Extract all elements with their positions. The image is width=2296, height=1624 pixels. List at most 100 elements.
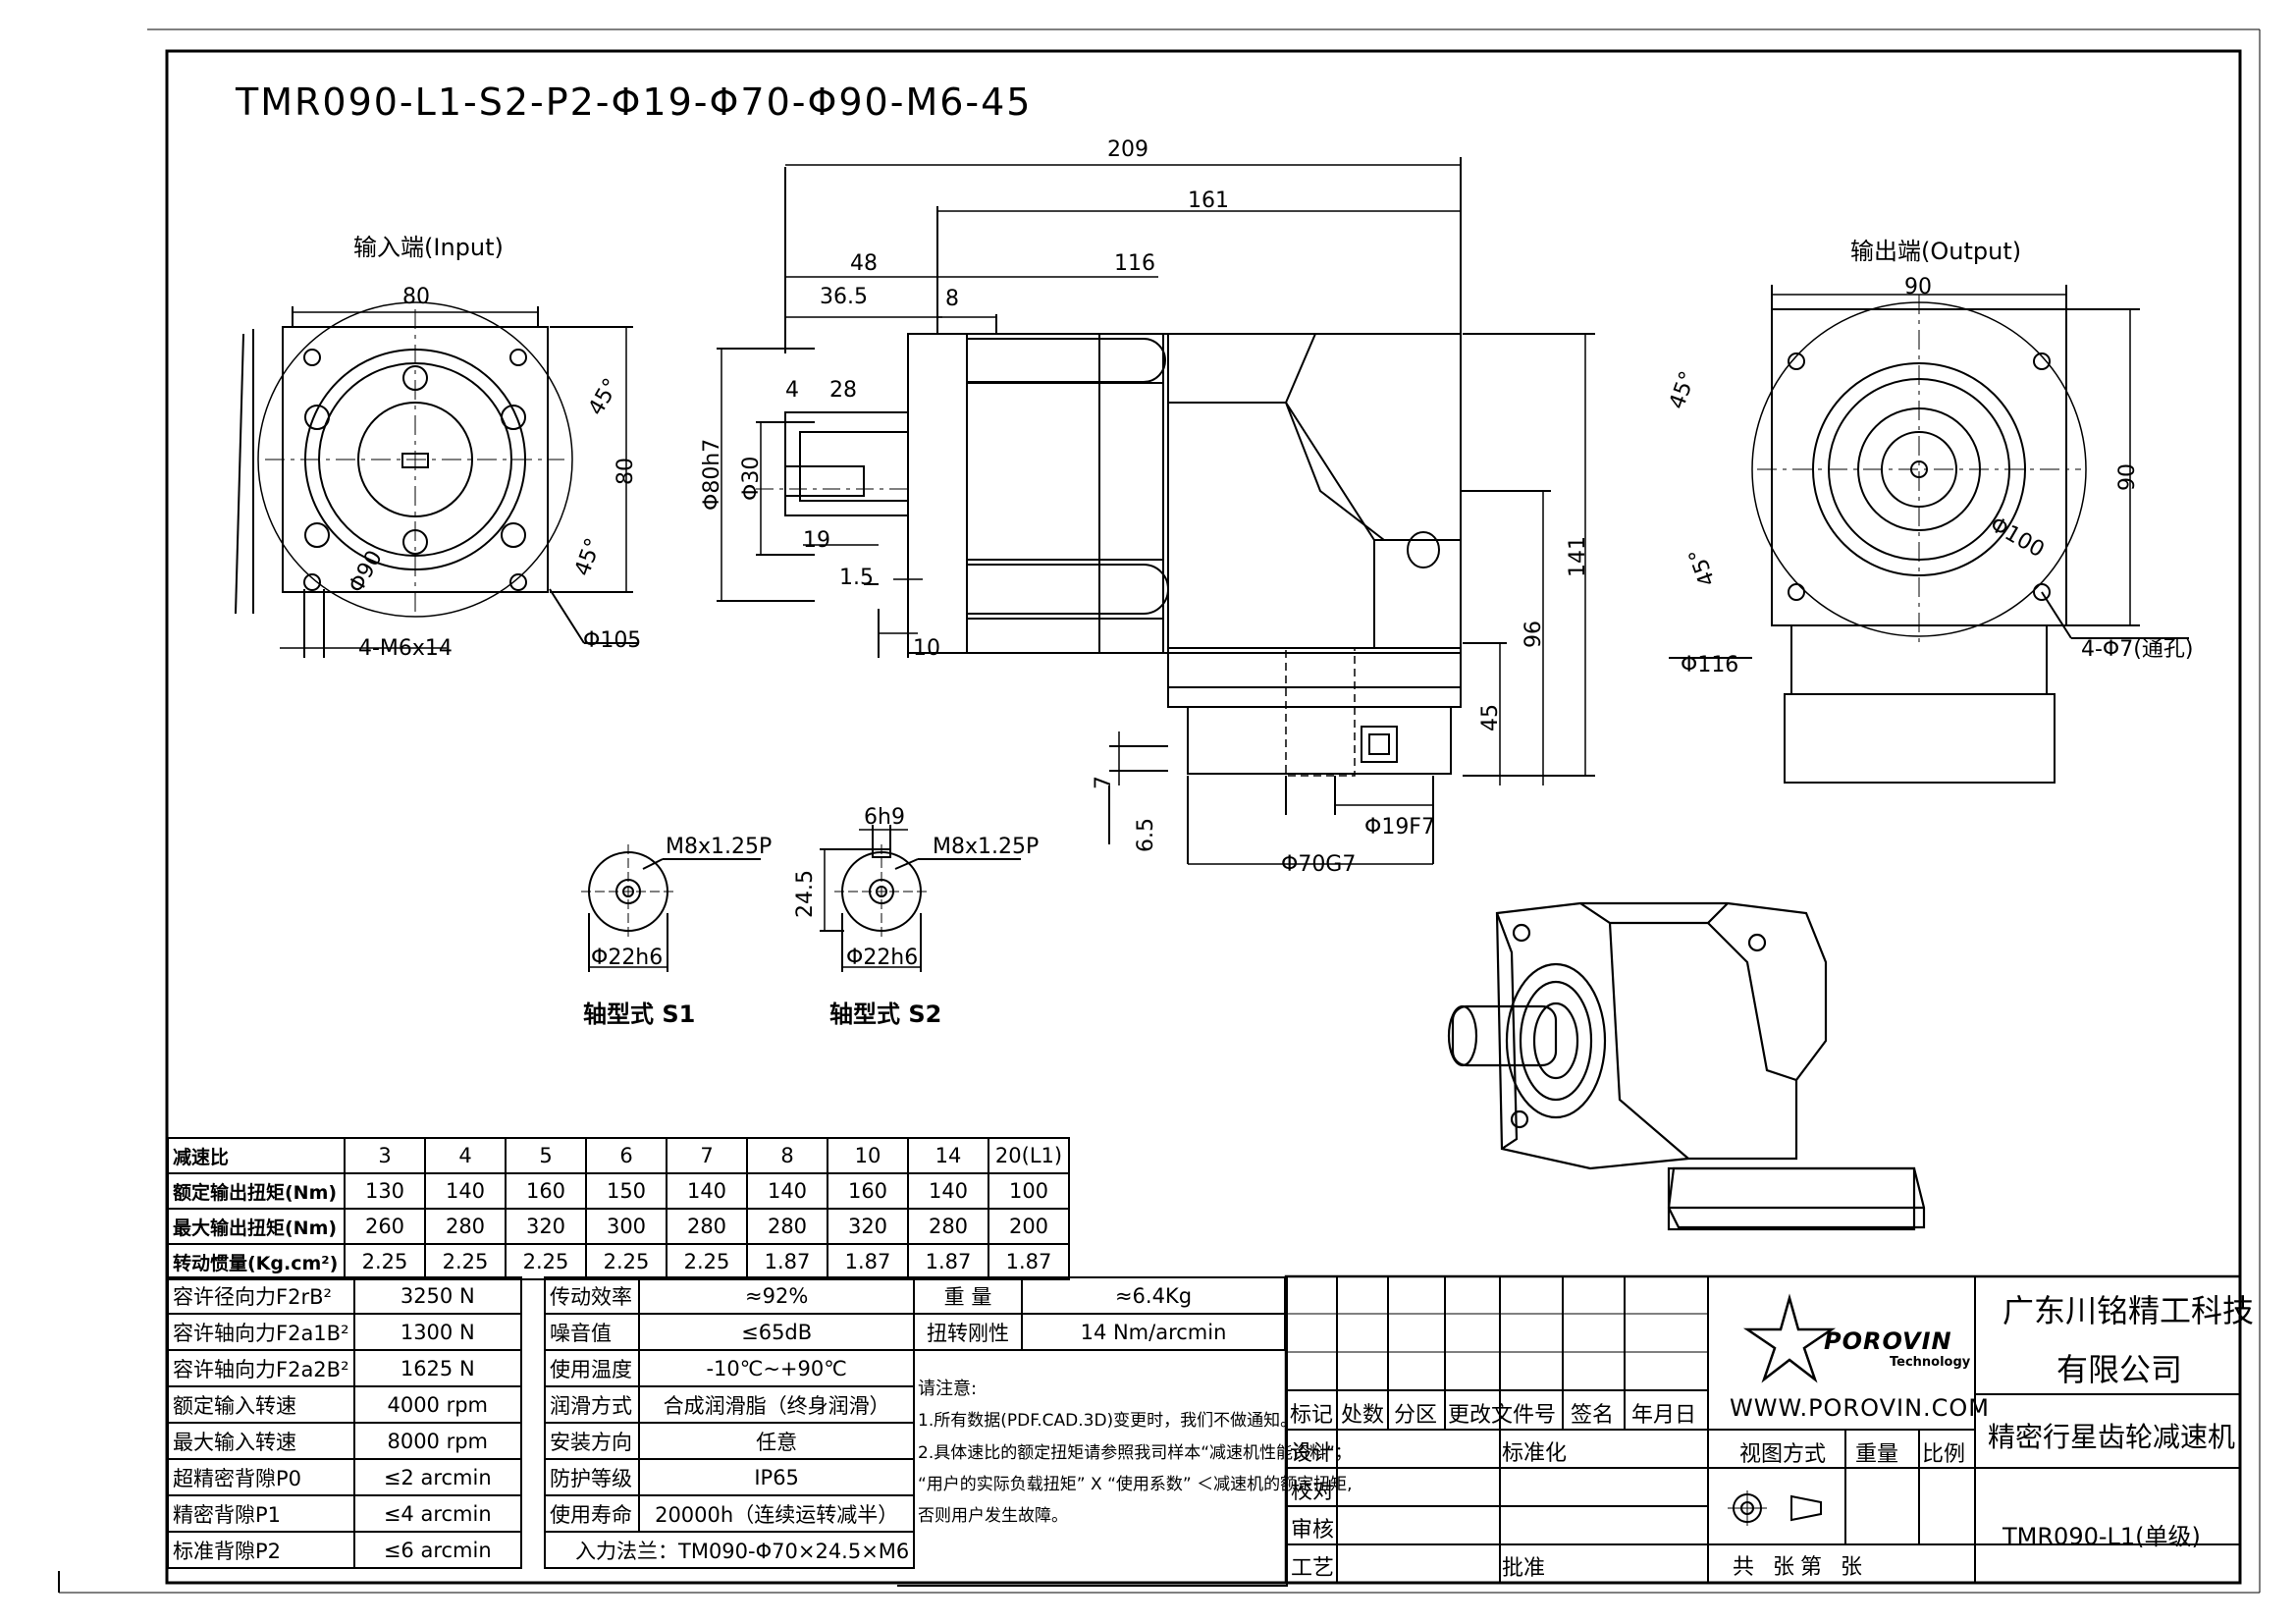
note-line: 否则用户发生故障。 (918, 1506, 1068, 1526)
title-block-grid (1284, 1274, 2242, 1585)
stiffness-label: 扭转刚性 (913, 1313, 1023, 1351)
table-row: 减速比 3 4 5 6 7 8 10 14 20(L1) (167, 1137, 1070, 1174)
spec-value: 1300 N (352, 1313, 522, 1351)
brand-star-icon (1742, 1293, 1837, 1383)
dim-phi80h7: Φ80h7 (700, 438, 724, 511)
table-cell: 140 (666, 1172, 748, 1210)
table-row: 标准背隙P2≤6 arcmin (167, 1531, 522, 1569)
row-label: 最大输出扭矩(Nm) (167, 1208, 346, 1245)
dim-36-5: 36.5 (820, 285, 868, 309)
table-row: 安装方向任意 (544, 1422, 916, 1460)
tb-scale: 比例 (1922, 1442, 1966, 1467)
tb-col-mark: 标记 (1290, 1403, 1334, 1428)
table-row: 噪音值≤65dB (544, 1313, 916, 1351)
dim-7: 7 (1092, 776, 1116, 789)
spec-label: 使用温度 (544, 1349, 640, 1387)
tb-col-date: 年月日 (1631, 1403, 1697, 1428)
dim-s2-dia: Φ22h6 (846, 946, 919, 970)
dim-s2-key: 6h9 (864, 805, 905, 830)
table-row: 超精密背隙P0≤2 arcmin (167, 1458, 522, 1496)
spec-label: 容许径向力F2rB² (167, 1276, 355, 1315)
tb-approve: 批准 (1502, 1556, 1546, 1581)
dim-45: 45 (1478, 704, 1503, 731)
flange-spec: 入力法兰：TM090-Φ70×24.5×M6 (543, 1531, 916, 1569)
tb-sheets: 共 张第 张 (1733, 1555, 1868, 1580)
dim-10: 10 (913, 636, 940, 661)
ratio-cell: 10 (827, 1137, 909, 1174)
dim-phi19f7: Φ19F7 (1364, 815, 1435, 839)
ratio-cell: 8 (746, 1137, 828, 1174)
dim-4: 4 (785, 378, 799, 403)
output-view-label: 输出端(Output) (1850, 238, 2022, 265)
spec-label: 容许轴向力F2a2B² (167, 1349, 355, 1387)
table-cell: 2.25 (505, 1243, 587, 1280)
tb-model-suffix: (单级) (2135, 1523, 2201, 1550)
spec-table-middle: 传动效率≈92% 噪音值≤65dB 使用温度-10℃~+90℃ 润滑方式合成润滑… (543, 1276, 916, 1569)
table-cell: 2.25 (424, 1243, 507, 1280)
table-cell: 280 (666, 1208, 748, 1245)
tb-row-check: 校对 (1291, 1480, 1335, 1504)
table-row: 重 量≈6.4Kg (913, 1276, 1286, 1315)
spec-value: 合成润滑脂（终身润滑） (637, 1385, 916, 1424)
spec-value: ≤6 arcmin (352, 1531, 522, 1569)
table-cell: 160 (827, 1172, 909, 1210)
spec-value: 20000h（连续运转减半） (637, 1494, 916, 1533)
shaft-views (581, 825, 1021, 972)
spec-value: ≈92% (637, 1276, 916, 1315)
dim-19: 19 (803, 528, 830, 553)
tb-col-zone: 分区 (1394, 1403, 1438, 1428)
tb-model-code: TMR090-L1 (2002, 1523, 2136, 1550)
weight-label: 重 量 (913, 1276, 1023, 1315)
dim-phi70g7: Φ70G7 (1281, 852, 1357, 877)
table-row: 使用温度-10℃~+90℃ (544, 1349, 916, 1387)
dim-input-width: 80 (402, 285, 430, 309)
tb-model: TMR090-L1(单级) (2002, 1517, 2201, 1551)
dim-209: 209 (1107, 137, 1148, 162)
table-cell: 130 (344, 1172, 426, 1210)
table-cell: 100 (988, 1172, 1070, 1210)
spec-label: 噪音值 (544, 1313, 640, 1351)
ratio-header-label: 减速比 (167, 1137, 346, 1174)
tb-col-sign: 签名 (1571, 1403, 1615, 1428)
brand-logo: POROVIN (1824, 1327, 1952, 1355)
right-angle-housing (1167, 333, 1462, 688)
dim-input-outer-dia: Φ105 (583, 628, 642, 653)
dim-input-height: 80 (614, 458, 638, 485)
company-name-line1: 广东川铭精工科技 (2002, 1292, 2255, 1329)
table-cell: 1.87 (907, 1243, 989, 1280)
side-view (717, 157, 1595, 865)
spec-label: 防护等级 (544, 1458, 640, 1496)
dim-output-holes: 4-Φ7(通孔) (2081, 637, 2194, 662)
output-flange-body (1187, 706, 1452, 775)
ratio-cell: 4 (424, 1137, 507, 1174)
table-row: 润滑方式合成润滑脂（终身润滑） (544, 1385, 916, 1424)
dim-141: 141 (1566, 536, 1590, 577)
dim-input-holes: 4-M6x14 (358, 636, 453, 661)
product-illustration (1447, 901, 1926, 1231)
ratio-cell: 3 (344, 1137, 426, 1174)
table-cell: 320 (827, 1208, 909, 1245)
input-outer-circle (257, 301, 573, 618)
table-cell: 320 (505, 1208, 587, 1245)
tb-weight: 重量 (1855, 1442, 1899, 1467)
dim-output-width: 90 (1904, 275, 1932, 299)
table-cell: 140 (746, 1172, 828, 1210)
product-name: 精密行星齿轮减速机 (1988, 1421, 2236, 1453)
dim-6-5: 6.5 (1134, 818, 1158, 852)
dim-161: 161 (1188, 189, 1229, 213)
spec-value: ≤2 arcmin (352, 1458, 522, 1496)
table-cell: 260 (344, 1208, 426, 1245)
spec-value: ≤65dB (637, 1313, 916, 1351)
table-cell: 280 (424, 1208, 507, 1245)
table-cell: 1.87 (988, 1243, 1070, 1280)
spec-value: -10℃~+90℃ (637, 1349, 916, 1387)
shaft-s1-label: 轴型式 S1 (583, 1001, 696, 1028)
table-row: 额定输出扭矩(Nm) 130 140 160 150 140 140 160 1… (167, 1172, 1070, 1210)
tb-standardize: 标准化 (1502, 1441, 1568, 1466)
table-cell: 280 (907, 1208, 989, 1245)
